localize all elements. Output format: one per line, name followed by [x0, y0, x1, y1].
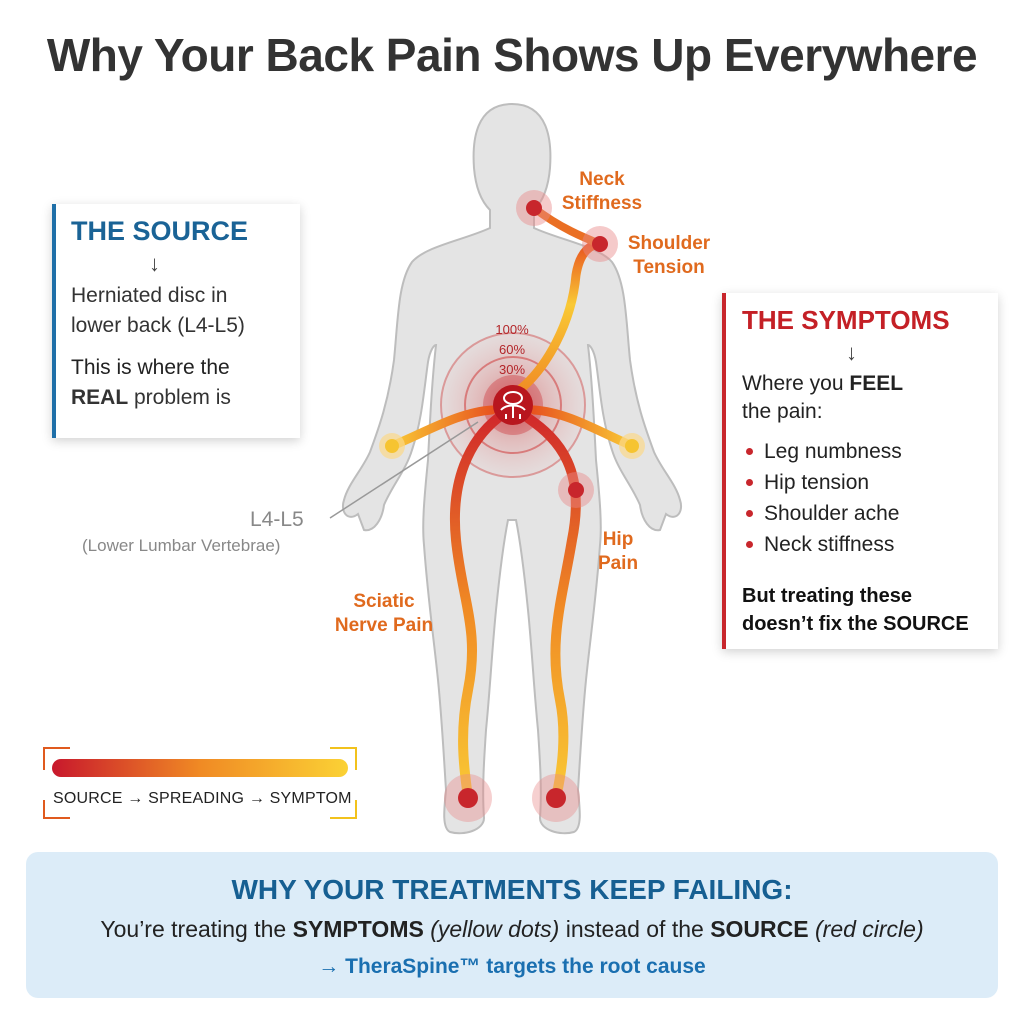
banner-cta-link[interactable]: → TheraSpine™ targets the root cause [318, 955, 706, 978]
banner-red-circle: (red circle) [808, 916, 924, 942]
nerve-path-leg-left [450, 413, 503, 803]
down-arrow-icon: ↓ [149, 251, 160, 276]
list-item: Shoulder ache [742, 498, 998, 529]
intro-feel: FEEL [849, 372, 904, 395]
real-rest: problem is [128, 386, 231, 409]
banner-heading: WHY YOUR TREATMENTS KEEP FAILING: [231, 874, 793, 905]
shoulder-pain-point [582, 226, 618, 262]
pain-points [379, 190, 645, 822]
symptoms-card-title: THE SYMPTOMS [742, 305, 950, 335]
intro-pre: Where you [742, 372, 850, 395]
banner-source-word: SOURCE [710, 916, 809, 942]
neck-stiffness-label: Neck Stiffness [556, 168, 648, 216]
symptoms-note: But treating these doesn’t fix the SOURC… [742, 582, 998, 638]
symptoms-note-line1: But treating these [742, 585, 913, 607]
list-item: Hip tension [742, 467, 998, 498]
symptoms-note-line2: doesn’t fix the SOURCE [742, 613, 969, 635]
neck-pain-point [516, 190, 552, 226]
banner-symptoms-word: SYMPTOMS [292, 916, 424, 942]
real-emphasis: REAL [71, 386, 129, 409]
list-item: Leg numbness [742, 436, 998, 467]
left-foot-pain-point [444, 774, 492, 822]
shoulder-label-line1: Shoulder [627, 233, 711, 254]
l45-label: L4-L5 [250, 508, 304, 531]
source-real-line2: REAL problem is [71, 383, 300, 413]
hip-pain-label: Hip Pain [590, 528, 646, 576]
symptoms-intro-line1: Where you FEEL [742, 370, 998, 398]
banner-yellow-dots: (yellow dots) [423, 916, 560, 942]
shoulder-tension-label: Shoulder Tension [622, 232, 716, 280]
symptoms-list: Leg numbness Hip tension Shoulder ache N… [742, 436, 998, 560]
banner-text-2: instead of the [559, 916, 711, 942]
right-foot-pain-point [532, 774, 580, 822]
source-card-title: THE SOURCE [71, 216, 249, 246]
spine-disc-icon [493, 385, 533, 425]
percent-30-label: 30% [498, 362, 526, 377]
shoulder-label-line2: Tension [633, 257, 705, 278]
source-card: THE SOURCE ↓ Herniated disc in lower bac… [52, 204, 300, 438]
sciatic-nerve-label: Sciatic Nerve Pain [328, 590, 440, 638]
symptoms-intro-line2: the pain: [742, 400, 823, 423]
l45-pointer-line [329, 421, 479, 519]
left-hand-symptom-dot [379, 433, 405, 459]
percent-60-label: 60% [498, 342, 526, 357]
nerve-path-up [508, 239, 605, 400]
l45-sublabel: (Lower Lumbar Vertebrae) [82, 536, 281, 555]
hip-label-line2: Pain [597, 553, 639, 574]
legend-text: SOURCE → SPREADING → SYMPTOM [53, 790, 352, 807]
source-real-line1: This is where the [71, 356, 230, 379]
nerve-path-leg-right [523, 413, 581, 803]
neck-label-line1: Neck [579, 169, 625, 190]
source-desc-line2: lower back (L4-L5) [71, 314, 245, 337]
right-hand-symptom-dot [619, 433, 645, 459]
page-title: Why Your Back Pain Shows Up Everywhere [46, 29, 978, 81]
symptoms-card: THE SYMPTOMS ↓ Where you FEEL the pain: … [722, 293, 998, 649]
hip-pain-point [558, 472, 594, 508]
list-item: Neck stiffness [742, 529, 998, 560]
bottom-banner: WHY YOUR TREATMENTS KEEP FAILING: You’re… [26, 852, 998, 998]
banner-text-1: You’re treating the [100, 916, 293, 942]
percent-100-label: 100% [495, 322, 529, 337]
hip-label-line1: Hip [602, 529, 634, 550]
sciatic-label-line1: Sciatic [353, 591, 415, 612]
down-arrow-icon: ↓ [846, 340, 857, 365]
source-desc-line1: Herniated disc in [71, 284, 228, 307]
neck-label-line2: Stiffness [561, 193, 643, 214]
legend-graphic [43, 747, 357, 819]
legend: SOURCE → SPREADING → SYMPTOM [40, 745, 360, 821]
sciatic-label-line2: Nerve Pain [334, 615, 434, 636]
banner-body: You’re treating the SYMPTOMS (yellow dot… [26, 916, 998, 943]
